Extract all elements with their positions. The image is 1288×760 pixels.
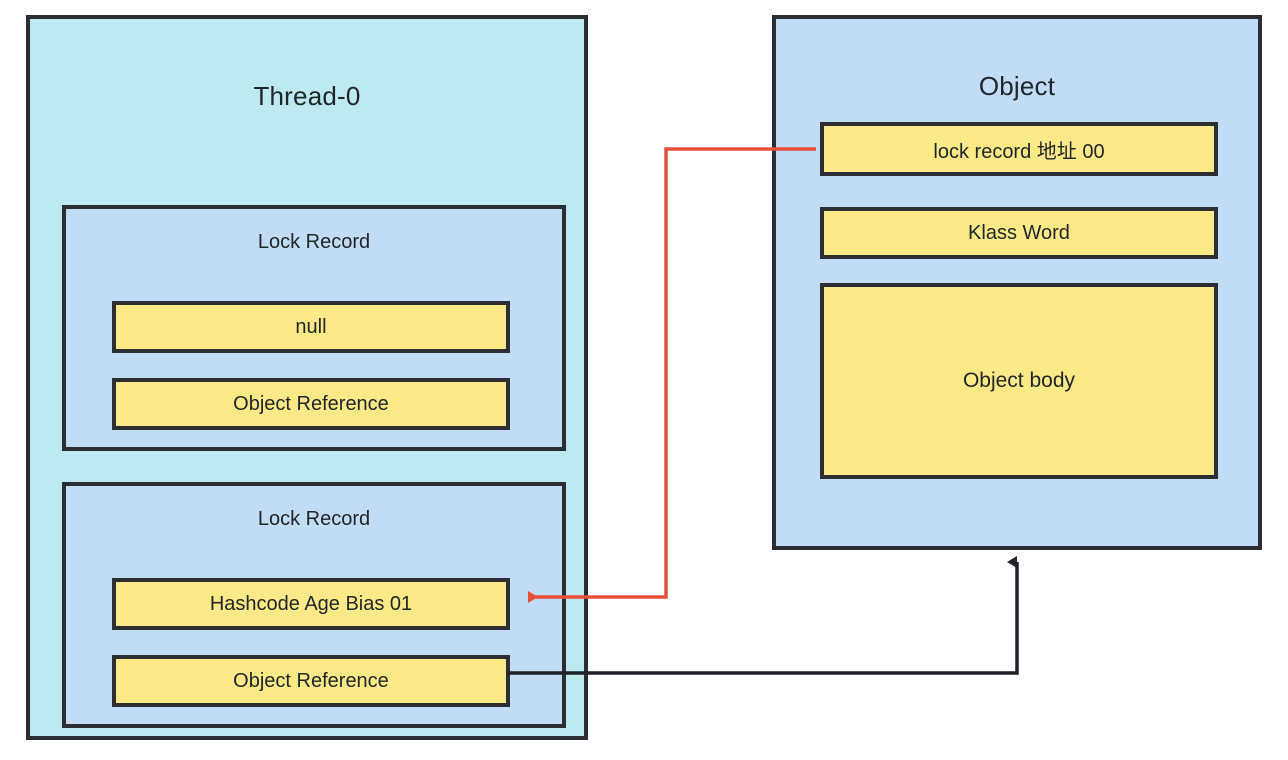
object-slot-object-body: Object body	[820, 283, 1218, 479]
object-slot-mark-word: lock record 地址 00	[820, 122, 1218, 176]
lock-record-2: Lock Record Hashcode Age Bias 01 Object …	[62, 482, 566, 728]
object-panel-title: Object	[978, 71, 1056, 101]
lock-record-1-slot-object-reference: Object Reference	[112, 378, 510, 430]
lock-record-1-title: Lock Record	[257, 231, 371, 253]
thread-panel: Thread-0 Lock Record null Object Referen…	[26, 15, 588, 740]
lock-record-2-title: Lock Record	[257, 508, 371, 530]
lock-record-2-slot-mark-word: Hashcode Age Bias 01	[112, 578, 510, 630]
lock-record-2-slot-object-reference: Object Reference	[112, 655, 510, 707]
object-panel: Object lock record 地址 00 Klass Word Obje…	[772, 15, 1262, 550]
lock-record-1: Lock Record null Object Reference	[62, 205, 566, 451]
lock-record-1-slot-mark-word: null	[112, 301, 510, 353]
thread-panel-title: Thread-0	[253, 81, 361, 111]
object-slot-klass-word: Klass Word	[820, 207, 1218, 259]
